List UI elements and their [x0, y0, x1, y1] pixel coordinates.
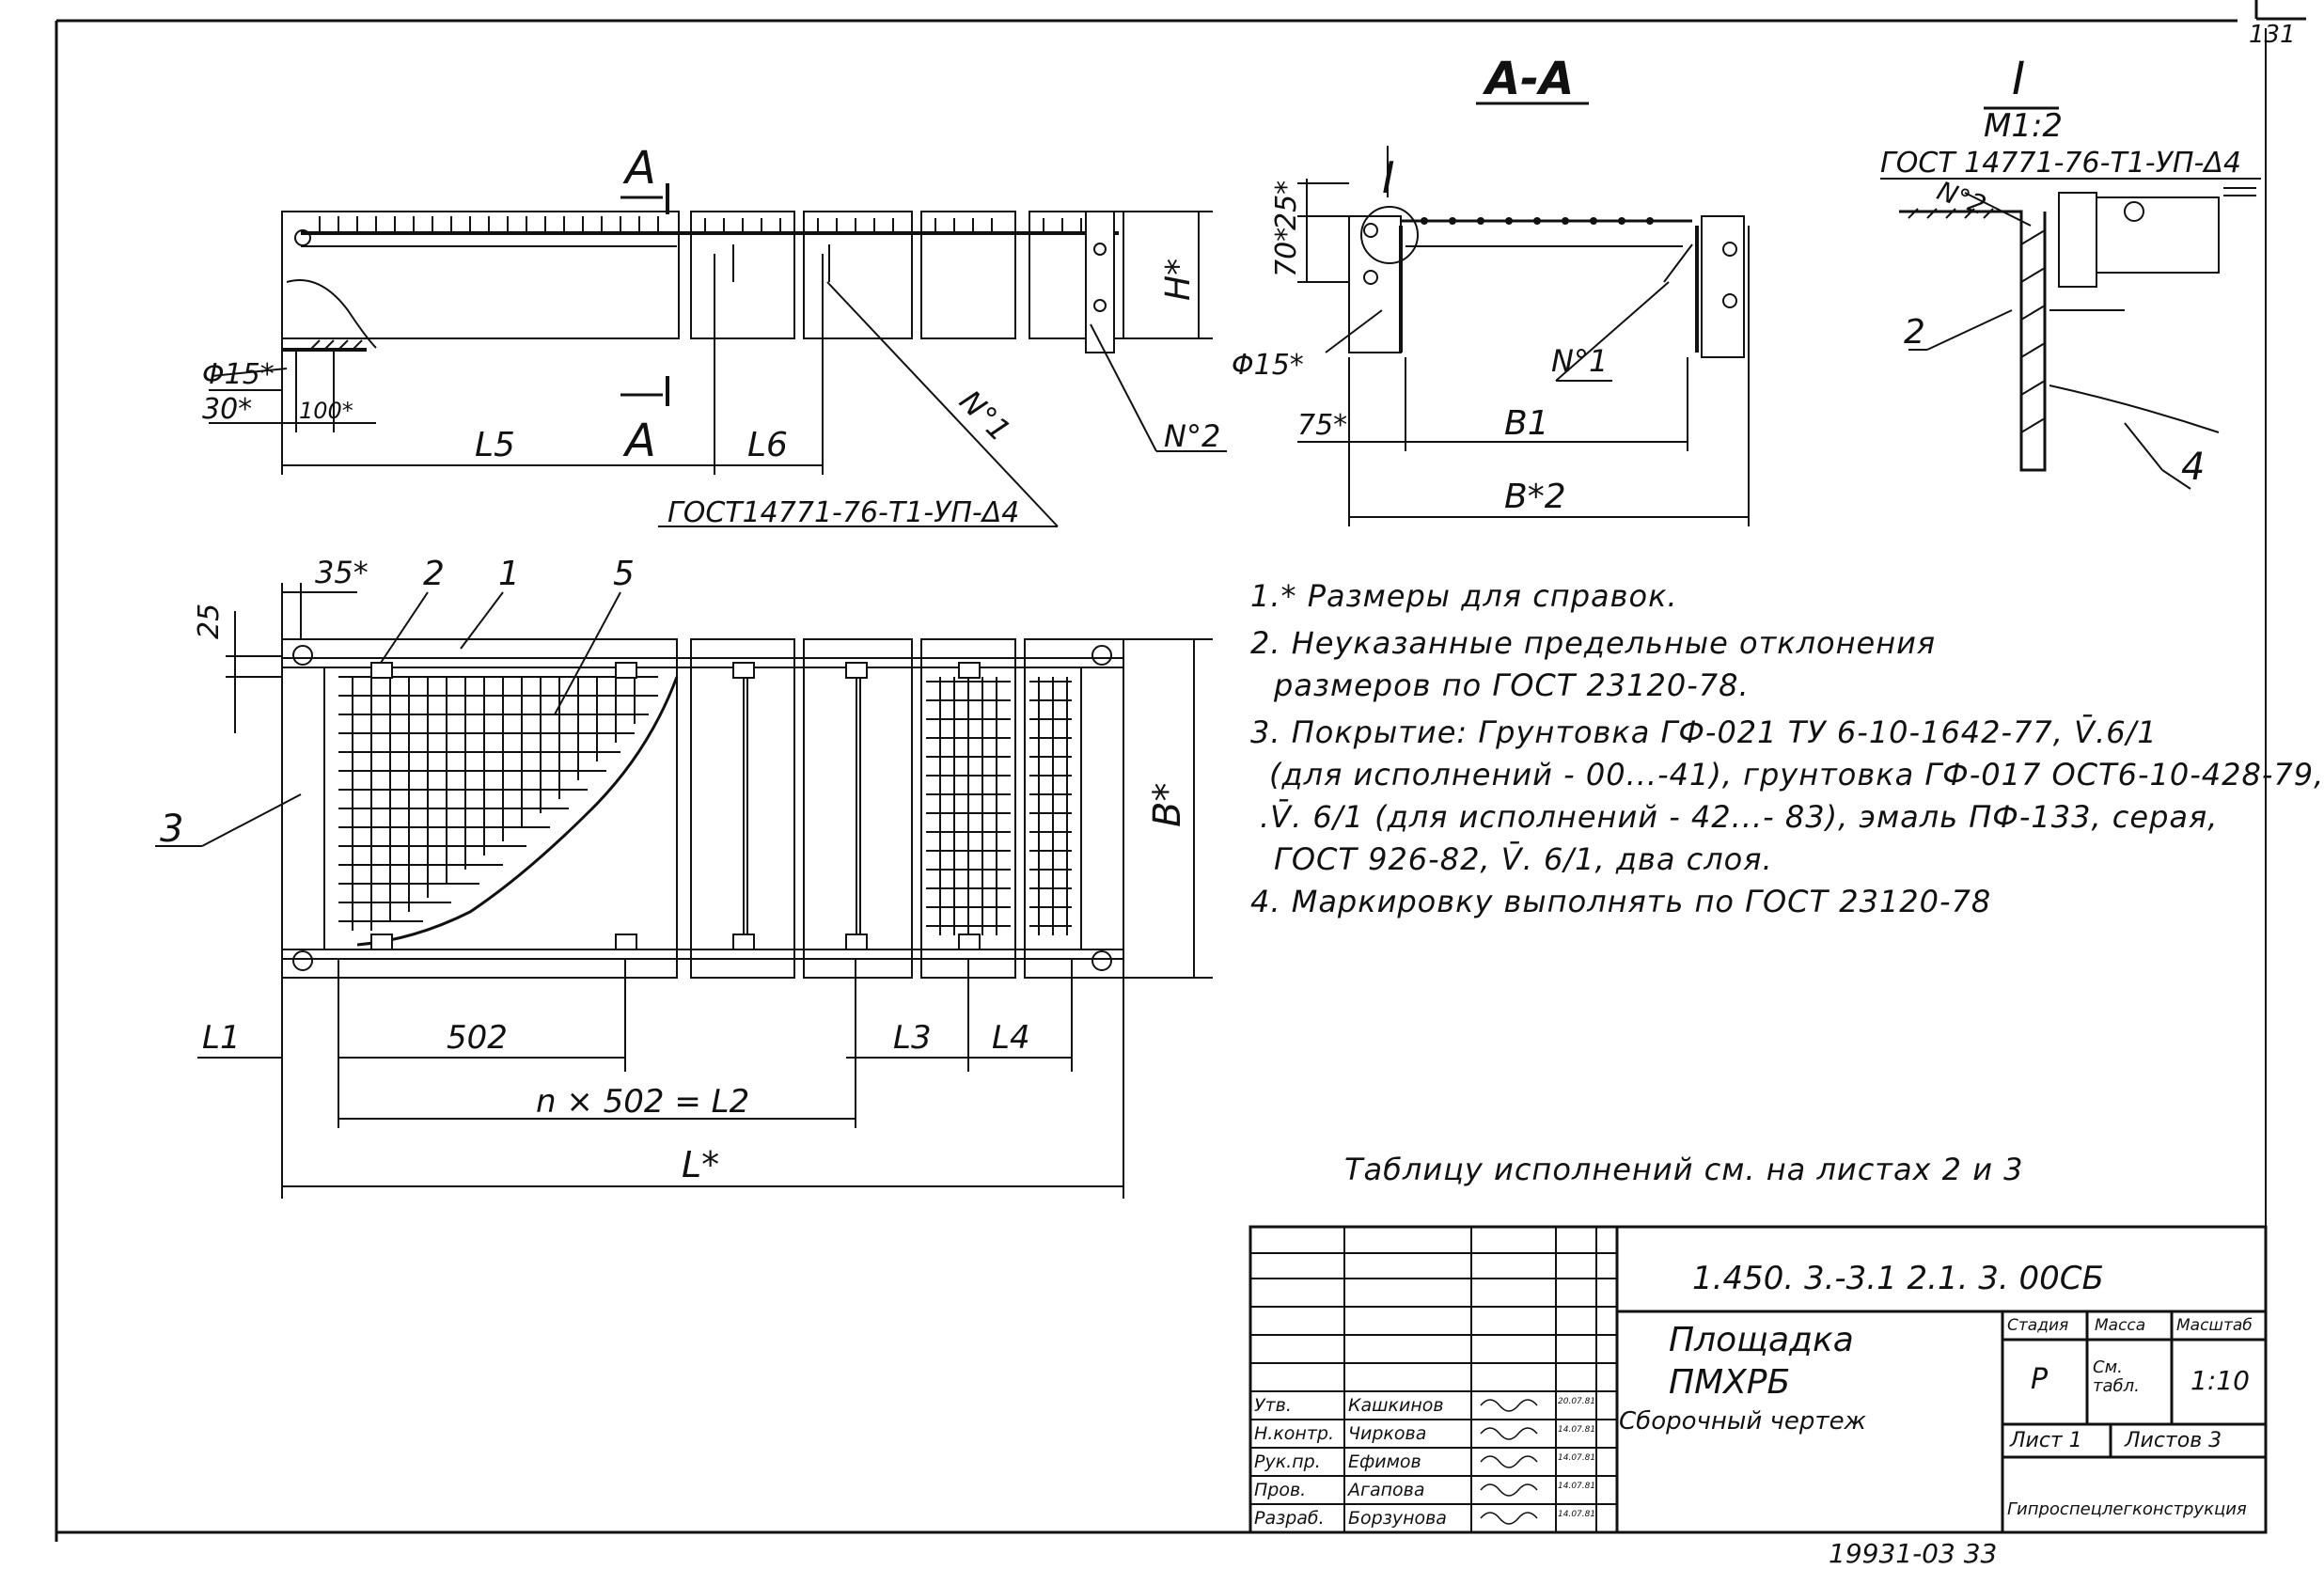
archive-number: 19931-03 33 — [1829, 1538, 1997, 1569]
note-2a: 2. Неуказанные предельные отклонения — [1250, 625, 1937, 661]
dim-h: H* — [1159, 259, 1198, 301]
detail-scale: M1:2 — [1984, 107, 2063, 145]
dim-b1: B1 — [1504, 404, 1549, 443]
table-reference-note: Таблицу исполнений см. на листах 2 и 3 — [1344, 1152, 2024, 1187]
pos-2-detail: 2 — [1904, 313, 1925, 352]
note-3a: 3. Покрытие: Грунтовка ГФ-021 ТУ 6-10-16… — [1250, 714, 2158, 750]
organization: Гипроспецлегконструкция — [2007, 1499, 2247, 1519]
label-n2-detail: N°2 — [1933, 175, 1990, 221]
name-developed: Борзунова — [1348, 1508, 1447, 1529]
date-checked: 14.07.81 — [1558, 1482, 1596, 1491]
drawing-name-line1: Площадка — [1669, 1321, 1854, 1359]
scale-label: Масштаб — [2176, 1316, 2253, 1335]
sheets-count-label: Листов 3 — [2125, 1429, 2222, 1452]
note-3d: ГОСТ 926-82, V̄. 6/1, два слоя. — [1274, 841, 1773, 877]
note-1: 1.* Размеры для справок. — [1250, 578, 1678, 614]
section-title: A-A — [1482, 53, 1574, 105]
dim-l4: L4 — [992, 1019, 1030, 1057]
role-developed: Разраб. — [1254, 1508, 1325, 1529]
dim-75: 75* — [1297, 409, 1347, 442]
dim-70: 70* — [1270, 228, 1303, 277]
doc-code: 1.450. 3.-3.1 2.1. 3. 00СБ — [1692, 1260, 2104, 1297]
plan-view — [155, 583, 1213, 1199]
name-project-lead: Ефимов — [1348, 1451, 1421, 1472]
document-type: Сборочный чертеж — [1619, 1407, 1866, 1436]
name-norm-control: Чиркова — [1348, 1423, 1427, 1444]
date-norm-control: 14.07.81 — [1558, 1425, 1596, 1435]
weld-spec: ГОСТ14771-76-Т1-УП-Δ4 — [667, 496, 1019, 529]
date-project-lead: 14.07.81 — [1558, 1453, 1596, 1463]
detail-weld-spec: ГОСТ 14771-76-Т1-УП-Δ4 — [1880, 147, 2241, 180]
label-n1-front: N°1 — [952, 384, 1018, 449]
sheet-label: Лист 1 — [2010, 1429, 2082, 1452]
dim-l3: L3 — [893, 1019, 932, 1057]
role-approved: Утв. — [1254, 1395, 1292, 1416]
stage-value: Р — [2031, 1363, 2049, 1396]
dim-30: 30* — [202, 393, 252, 426]
section-mark-top: A — [622, 142, 656, 195]
dim-l6: L6 — [747, 426, 788, 464]
note-4: 4. Маркировку выполнять по ГОСТ 23120-78 — [1250, 884, 1992, 919]
dim-35: 35* — [315, 555, 369, 590]
role-checked: Пров. — [1254, 1480, 1307, 1500]
front-view — [209, 183, 1227, 527]
role-norm-control: Н.контр. — [1254, 1423, 1335, 1444]
dim-b: B* — [1146, 783, 1189, 827]
pos-1: 1 — [498, 555, 520, 593]
dim-25: 25 — [193, 604, 226, 639]
name-checked: Агапова — [1348, 1480, 1425, 1500]
date-developed: 14.07.81 — [1558, 1510, 1596, 1519]
pos-2: 2 — [423, 555, 445, 593]
label-n2: N°2 — [1164, 418, 1220, 454]
dim-502: 502 — [447, 1019, 508, 1057]
pos-3: 3 — [160, 808, 183, 851]
drawing-name-line2: ПМХРБ — [1669, 1363, 1791, 1402]
note-3c: .V̄. 6/1 (для исполнений - 42...- 83), э… — [1260, 799, 2219, 835]
section-mark-bottom: A — [622, 415, 656, 467]
pos-5: 5 — [613, 555, 635, 593]
name-approved: Кашкинов — [1348, 1395, 1444, 1416]
dim-l5: L5 — [475, 426, 515, 464]
note-3b: (для исполнений - 00...-41), грунтовка Г… — [1269, 757, 2324, 792]
stage-label: Стадия — [2007, 1316, 2069, 1335]
title-block-frame — [1248, 1225, 2268, 1534]
date-approved: 20.07.81 — [1558, 1397, 1596, 1406]
dim-phi15: Φ15* — [202, 358, 275, 391]
dim-l1: L1 — [202, 1019, 241, 1057]
role-project-lead: Рук.пр. — [1254, 1451, 1321, 1472]
detail-i — [1880, 106, 2261, 490]
dim-l2: n × 502 = L2 — [536, 1083, 749, 1121]
dim-phi15-section: Φ15* — [1232, 349, 1304, 382]
dim-b2: B*2 — [1504, 478, 1566, 516]
sheet-number: 131 — [2249, 21, 2296, 49]
dim-l: L* — [682, 1144, 719, 1185]
section-a-a — [1297, 102, 1750, 526]
mass-value: См. табл. — [2093, 1357, 2140, 1396]
pos-4: 4 — [2181, 446, 2205, 489]
dim-25-star: 25* — [1270, 180, 1303, 230]
mass-label: Масса — [2095, 1316, 2146, 1335]
label-n1-section: N°1 — [1551, 343, 1608, 379]
note-2b: размеров по ГОСТ 23120-78. — [1274, 667, 1750, 703]
dim-100: 100* — [299, 398, 353, 424]
detail-callout-mark: I — [1382, 152, 1395, 203]
detail-mark: I — [2012, 53, 2025, 105]
scale-value: 1:10 — [2191, 1365, 2250, 1396]
